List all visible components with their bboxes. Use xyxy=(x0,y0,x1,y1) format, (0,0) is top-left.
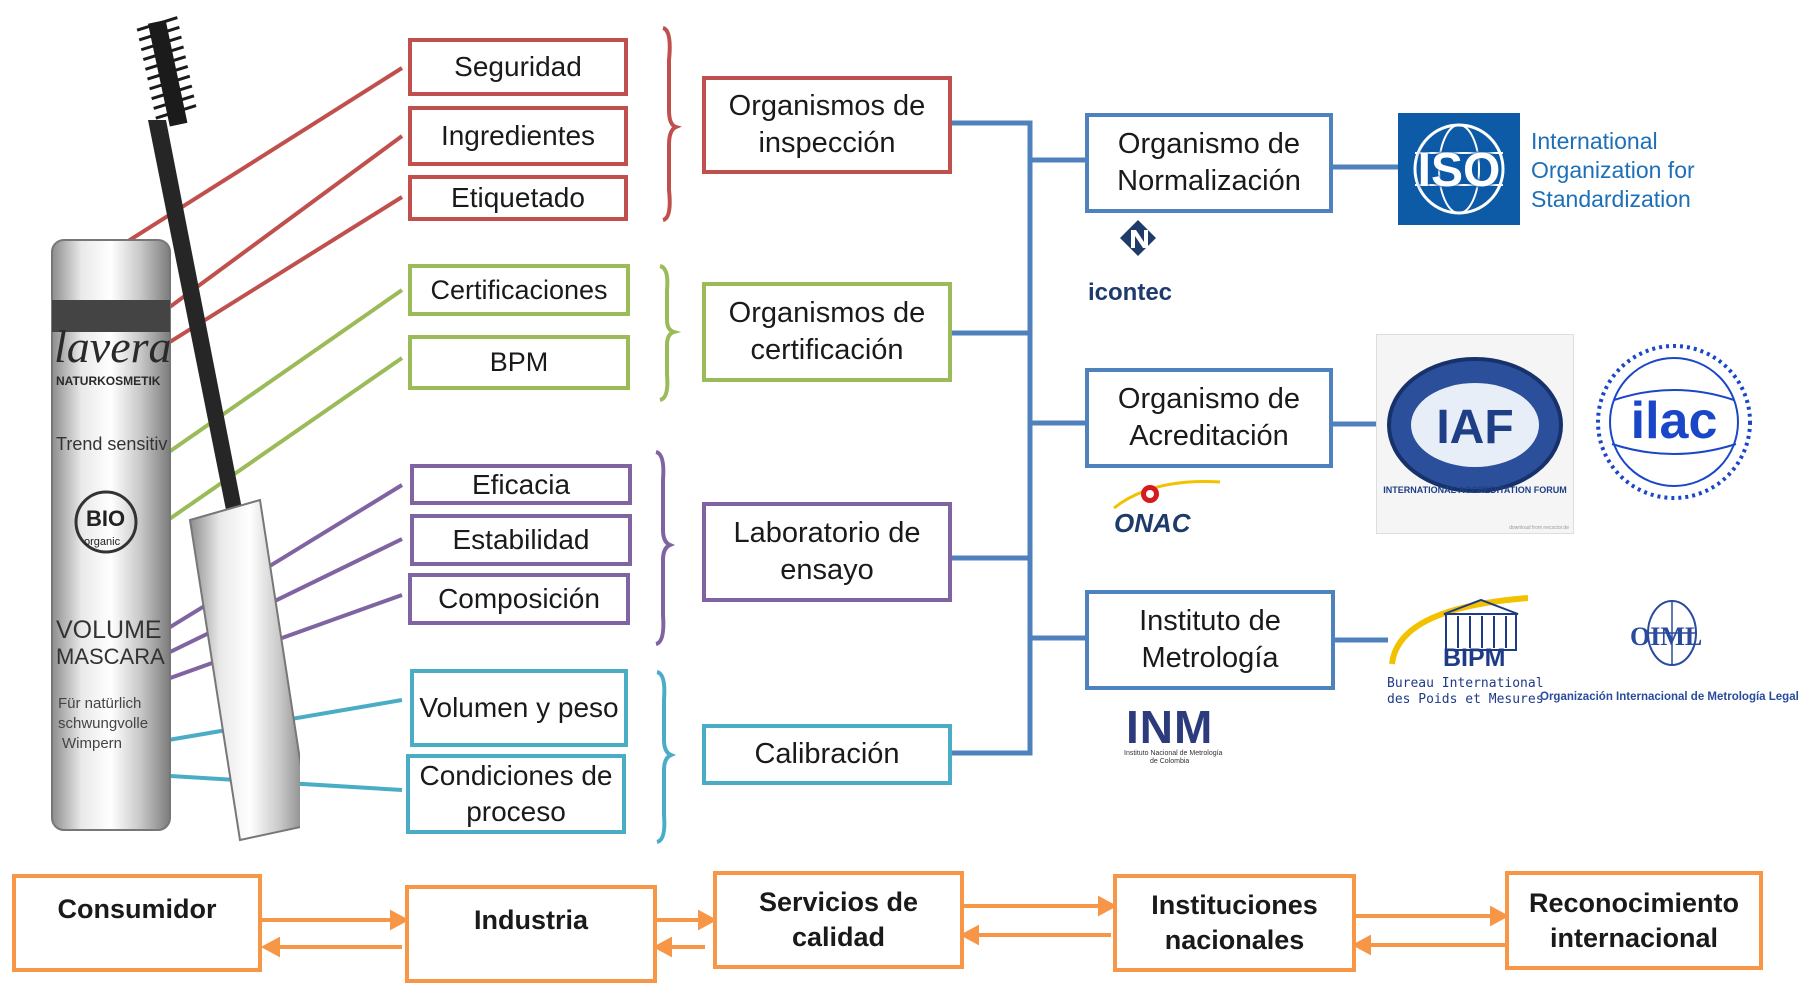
inm-subtitle-2: de Colombia xyxy=(1150,758,1190,765)
service-calibracion: Calibración xyxy=(702,724,952,785)
aspect-composicion: Composición xyxy=(408,573,630,625)
institution-metrologia: Instituto de Metrología xyxy=(1085,590,1335,690)
inm-subtitle-1: Instituto Nacional de Metrología xyxy=(1124,750,1223,757)
oiml-mark: OIML xyxy=(1630,622,1703,651)
bipm-text-2: des Poids et Mesures xyxy=(1387,692,1544,707)
oiml-text: Organización Internacional de Metrología… xyxy=(1540,691,1799,703)
aspect-condiciones-proceso: Condiciones de proceso xyxy=(406,754,626,834)
aspect-ingredientes: Ingredientes xyxy=(408,106,628,166)
bio-badge-top: BIO xyxy=(86,506,125,531)
iaf-ring-text: INTERNATIONAL ACCREDITATION FORUM xyxy=(1383,485,1567,495)
iso-logo: ISO xyxy=(1398,113,1520,225)
aspect-estabilidad: Estabilidad xyxy=(410,514,632,566)
iaf-logo: IAF INTERNATIONAL ACCREDITATION FORUM do… xyxy=(1376,334,1574,534)
bipm-text-1: Bureau International xyxy=(1387,676,1544,691)
iaf-emblem-icon: IAF xyxy=(1387,357,1563,493)
aspect-etiquetado: Etiquetado xyxy=(408,175,628,221)
onac-logo-mark xyxy=(1113,480,1221,510)
product-brand: lavera xyxy=(54,321,172,372)
aspect-bpm: BPM xyxy=(408,335,630,390)
product-line: Trend sensitiv xyxy=(56,434,167,454)
onac-label: ONAC xyxy=(1114,508,1191,538)
institution-normalizacion: Organismo de Normalización xyxy=(1085,113,1333,213)
bio-badge xyxy=(74,490,138,554)
iso-text-3: Standardization xyxy=(1531,186,1691,212)
product-tagline-2: schwungvolle xyxy=(58,715,148,732)
oiml-logo-mark xyxy=(1647,600,1697,666)
chain-consumidor: Consumidor xyxy=(12,874,262,972)
iaf-credit: download from necsctor.de xyxy=(1509,525,1569,531)
aspect-volumen-peso: Volumen y peso xyxy=(410,669,628,747)
svg-text:IAF: IAF xyxy=(1436,401,1513,454)
icontec-logo xyxy=(1120,220,1156,256)
iso-mark: ISO xyxy=(1417,144,1501,197)
aspect-seguridad: Seguridad xyxy=(408,38,628,96)
icontec-label: icontec xyxy=(1088,279,1173,306)
service-inspeccion: Organismos de inspección xyxy=(702,76,952,174)
product-tagline-3: Wimpern xyxy=(62,735,122,752)
iso-text-2: Organization for xyxy=(1531,157,1695,183)
chain-instituciones-nacionales: Instituciones nacionales xyxy=(1113,874,1356,972)
iso-globe-icon xyxy=(1413,123,1505,215)
mascara-product-image: lavera NATURKOSMETIK Trend sensitiv BIO … xyxy=(51,16,300,842)
product-tagline-1: Für natürlich xyxy=(58,695,141,712)
bipm-mark: BIPM xyxy=(1443,644,1506,672)
service-laboratorio: Laboratorio de ensayo xyxy=(702,502,952,602)
chain-reconocimiento-internacional: Reconocimiento internacional xyxy=(1505,871,1763,970)
bipm-logo-mark xyxy=(1389,595,1529,665)
inm-logo: INM xyxy=(1126,701,1214,753)
service-certificacion: Organismos de certificación xyxy=(702,282,952,382)
product-subbrand: NATURKOSMETIK xyxy=(56,374,161,388)
chain-industria: Industria xyxy=(405,885,657,983)
ilac-logo: ilac xyxy=(1596,344,1752,500)
institution-acreditacion: Organismo de Acreditación xyxy=(1085,368,1333,468)
bio-badge-bottom: organic xyxy=(84,536,121,548)
chain-servicios-calidad: Servicios de calidad xyxy=(713,871,964,969)
aspect-certificaciones: Certificaciones xyxy=(408,264,630,316)
iso-text-1: International xyxy=(1531,128,1658,154)
product-name-1: VOLUME xyxy=(56,616,162,644)
svg-text:ilac: ilac xyxy=(1631,392,1718,450)
product-name-2: MASCARA xyxy=(56,644,165,669)
aspect-eficacia: Eficacia xyxy=(410,464,632,505)
